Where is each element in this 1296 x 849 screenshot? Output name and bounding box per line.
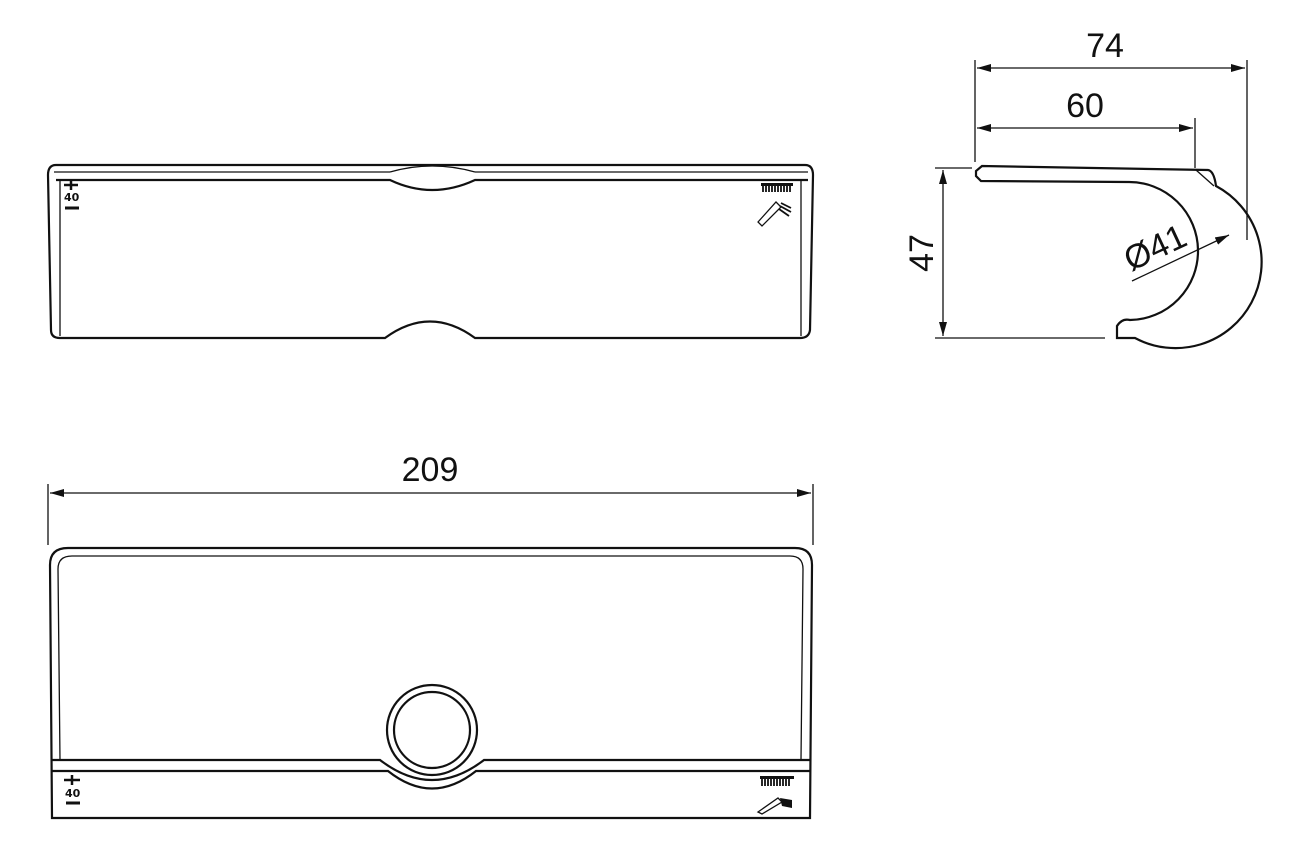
hand-shower-icon: [757, 201, 792, 227]
top-view: 209 40: [47, 451, 814, 820]
dimension-74: 74: [1086, 27, 1124, 65]
svg-text:40: 40: [64, 191, 80, 204]
front-view: 40: [46, 163, 815, 340]
hand-shower-icon-top: [756, 797, 792, 815]
svg-text:40: 40: [65, 787, 81, 800]
side-view: 74 60 47 Ø41: [903, 27, 1263, 350]
brush-icon-top: [760, 776, 794, 786]
dimension-60: 60: [1066, 87, 1104, 125]
dimension-47: 47: [903, 234, 941, 272]
brush-icon: [761, 183, 793, 192]
temperature-marking: 40: [64, 180, 80, 210]
dimension-209: 209: [402, 451, 459, 489]
temperature-marking-top: 40: [64, 775, 81, 805]
